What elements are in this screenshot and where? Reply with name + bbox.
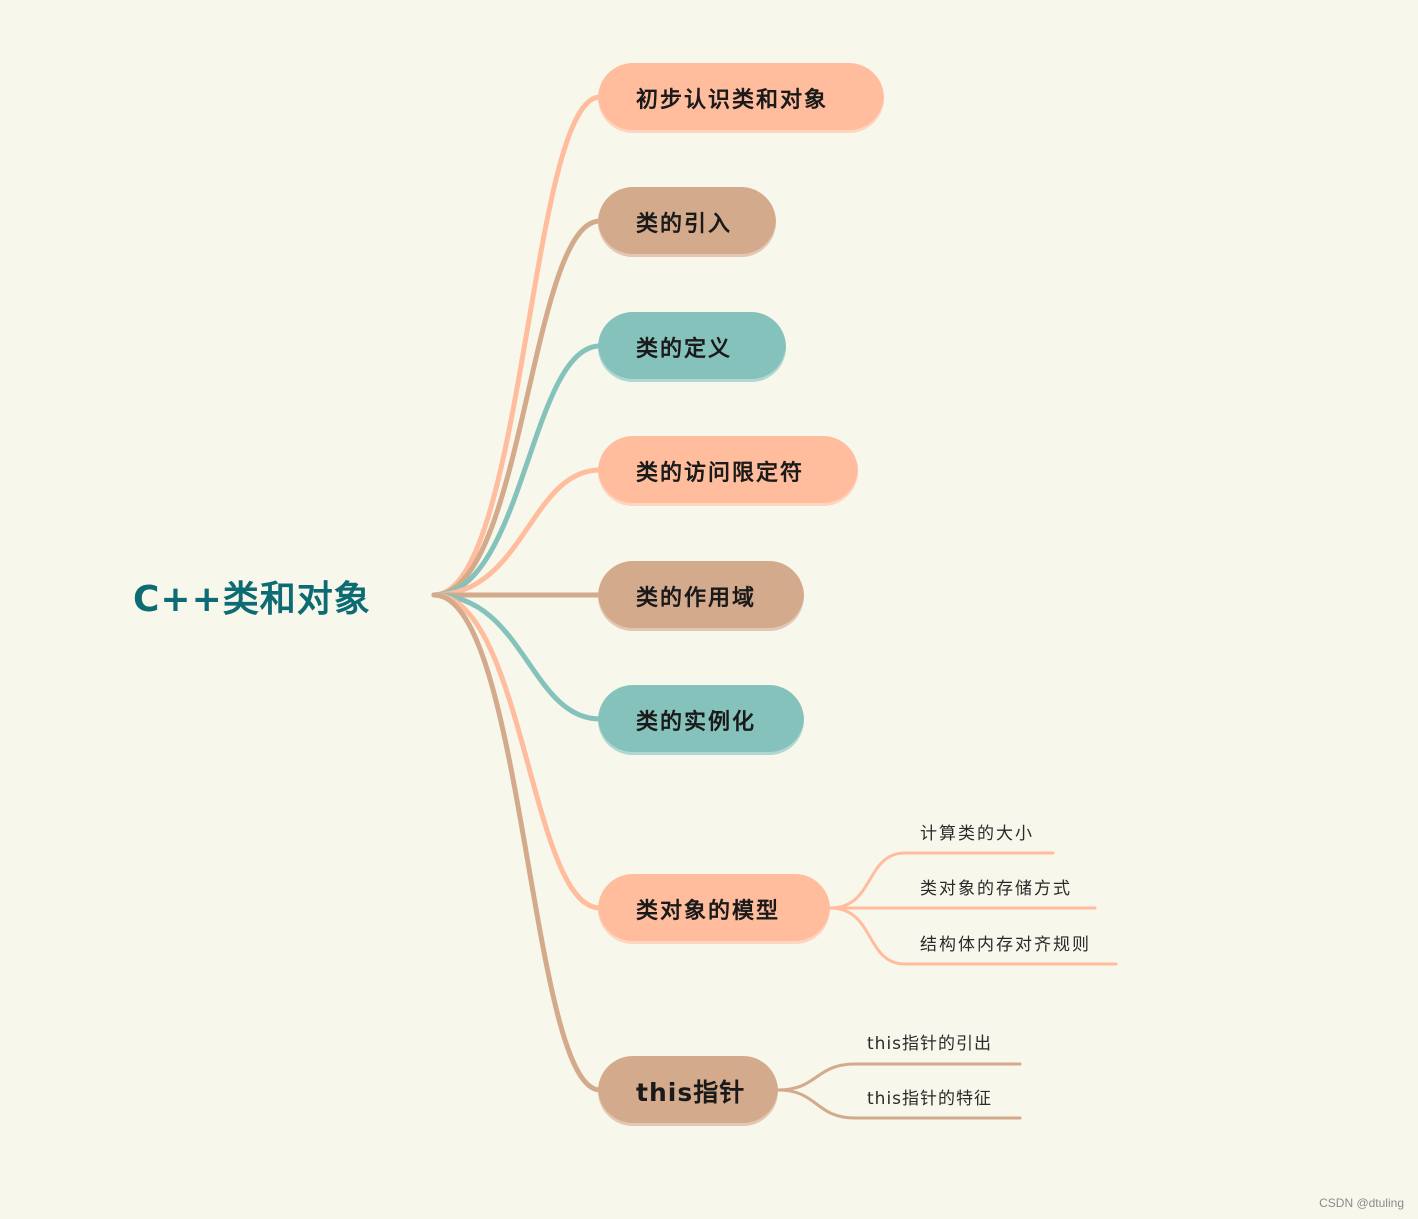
leaf-class-size[interactable]: 计算类的大小 — [920, 824, 1034, 844]
connector-access — [431, 467, 603, 598]
branch-node-instantiation[interactable]: 类的实例化 — [598, 685, 804, 755]
connector-instantiation — [431, 592, 603, 722]
connector-introduction — [431, 218, 603, 598]
branch-node-class-definition[interactable]: 类的定义 — [598, 312, 786, 382]
connector-definition — [431, 343, 603, 598]
branch-node-class-scope[interactable]: 类的作用域 — [598, 561, 804, 631]
leaf-connector-object-model-0 — [828, 851, 1055, 910]
leaf-connector-this-pointer-0 — [776, 1062, 1022, 1092]
branch-node-this-pointer[interactable]: this指针 — [598, 1056, 778, 1126]
branch-node-object-model[interactable]: 类对象的模型 — [598, 874, 830, 944]
leaf-connector-this-pointer-1 — [776, 1088, 1022, 1120]
watermark: CSDN @dtuling — [1319, 1196, 1404, 1210]
leaf-this-features[interactable]: this指针的特征 — [867, 1089, 993, 1109]
branch-node-intro[interactable]: 初步认识类和对象 — [598, 63, 884, 133]
connector-object-model — [431, 592, 603, 911]
leaf-object-storage[interactable]: 类对象的存储方式 — [920, 879, 1072, 899]
leaf-connector-object-model-2 — [828, 906, 1118, 966]
branch-node-access-specifiers[interactable]: 类的访问限定符 — [598, 436, 858, 506]
leaf-struct-alignment[interactable]: 结构体内存对齐规则 — [920, 935, 1091, 955]
connector-intro — [431, 94, 603, 598]
branch-node-class-introduction[interactable]: 类的引入 — [598, 187, 776, 257]
root-topic: C++类和对象 — [133, 579, 371, 620]
connector-this-pointer — [431, 592, 603, 1093]
leaf-this-origin[interactable]: this指针的引出 — [867, 1034, 993, 1054]
